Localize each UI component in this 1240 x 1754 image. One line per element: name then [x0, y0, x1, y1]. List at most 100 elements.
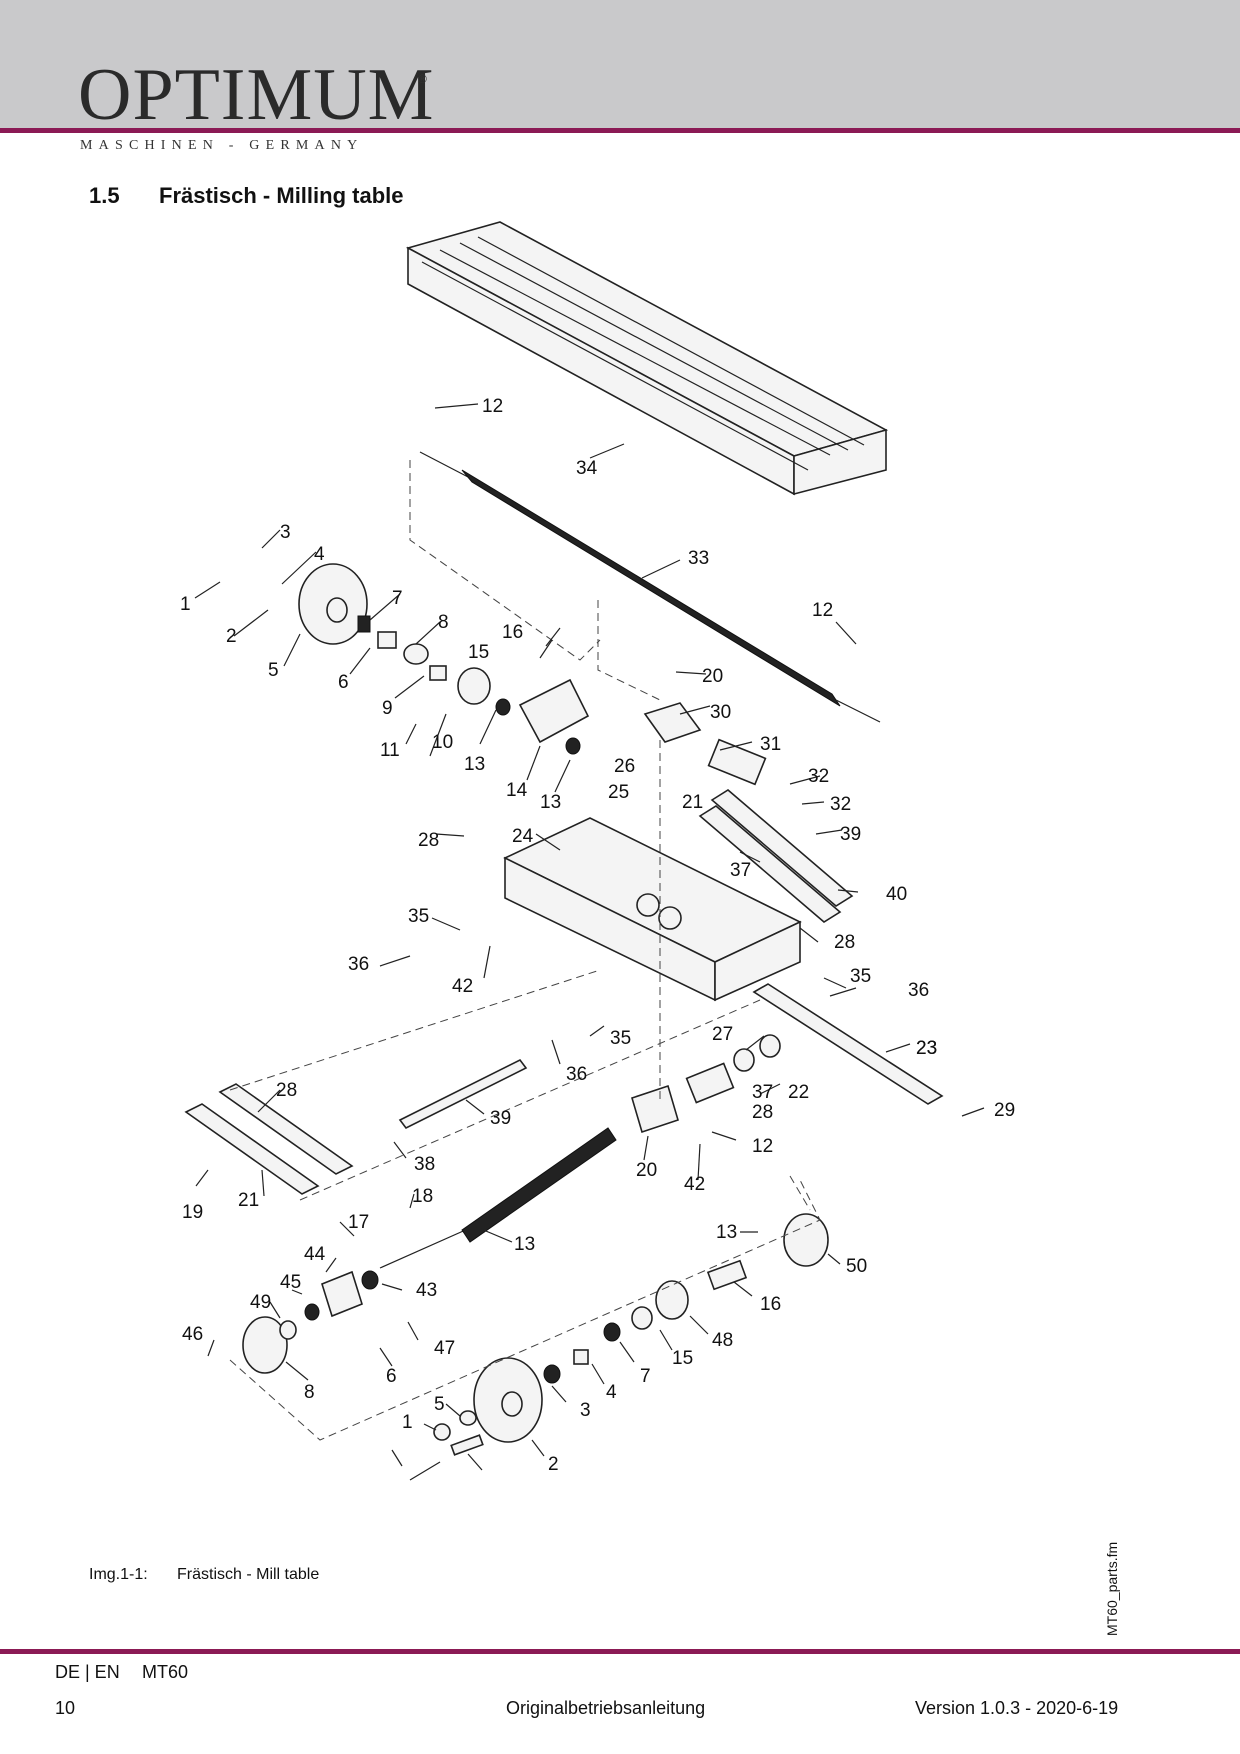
- callout-label: 36: [348, 954, 369, 975]
- registered-mark: ®: [418, 72, 427, 86]
- callout-label: 24: [512, 826, 534, 847]
- callout-label: 30: [710, 702, 731, 723]
- callout-label: 20: [702, 666, 723, 687]
- callout-label: 1: [402, 1412, 413, 1433]
- callout-label: 22: [788, 1082, 809, 1103]
- callout-label: 14: [506, 780, 528, 801]
- callout-label: 17: [348, 1212, 369, 1233]
- callout-label: 21: [238, 1190, 259, 1211]
- callout-label: 5: [268, 660, 279, 681]
- lead-screw-lower: [379, 1127, 617, 1269]
- milling-table-part: [405, 221, 889, 496]
- callout-label: 39: [840, 824, 861, 845]
- callout-label: 35: [610, 1028, 631, 1049]
- callout-label: 34: [576, 458, 598, 479]
- callout-label: 47: [434, 1338, 455, 1359]
- callout-label: 28: [752, 1102, 773, 1123]
- small-parts-lower: [242, 1213, 829, 1481]
- callout-label: 2: [548, 1454, 559, 1475]
- source-file-note: MT60_parts.fm: [1104, 1541, 1120, 1636]
- callout-label: 5: [434, 1394, 445, 1415]
- callout-label: 20: [636, 1160, 657, 1181]
- callout-label: 12: [812, 600, 833, 621]
- callout-label: 42: [452, 976, 473, 997]
- exploded-parts-diagram: 12 34 33 3 4 1 2 5 7 8 6 16 15 9 10 11 1…: [180, 221, 1015, 1481]
- callout-label: 40: [886, 884, 907, 905]
- callout-label: 32: [808, 766, 829, 787]
- callout-label: 28: [276, 1080, 297, 1101]
- section-number: 1.5: [89, 183, 120, 208]
- callout-label: 50: [846, 1256, 867, 1277]
- callout-label: 36: [566, 1064, 587, 1085]
- callout-label: 29: [994, 1100, 1015, 1121]
- callout-label: 10: [432, 732, 453, 753]
- callout-label: 1: [180, 594, 191, 615]
- callout-label: 49: [250, 1292, 271, 1313]
- left-strips: [184, 1058, 528, 1195]
- callout-label: 37: [730, 860, 751, 881]
- handwheel-upper: [298, 563, 368, 645]
- footer-language: DE | EN: [55, 1662, 120, 1682]
- callout-label: 7: [640, 1366, 651, 1387]
- callout-label: 16: [760, 1294, 781, 1315]
- saddle-part: [503, 817, 802, 1002]
- callout-label: 13: [540, 792, 561, 813]
- callout-label: 28: [834, 932, 855, 953]
- callout-label: 19: [182, 1202, 203, 1223]
- section-title-text: Frästisch - Milling table: [159, 183, 404, 208]
- brand-tagline: MASCHINEN - GERMANY: [80, 138, 364, 153]
- callout-label: 23: [916, 1038, 937, 1059]
- callout-label: 32: [830, 794, 851, 815]
- nut-housing-lower: [631, 1034, 781, 1134]
- figure-caption: Img.1-1: Frästisch - Mill table: [89, 1566, 319, 1584]
- callout-label: 12: [752, 1136, 773, 1157]
- callout-label: 18: [412, 1186, 433, 1207]
- lead-screw-upper: [419, 451, 881, 723]
- callout-label: 37: [752, 1082, 773, 1103]
- callout-label: 3: [580, 1400, 591, 1421]
- callout-label: 33: [688, 548, 709, 569]
- header-band: [0, 0, 1240, 128]
- callout-label: 26: [614, 756, 635, 777]
- callout-label: 13: [716, 1222, 737, 1243]
- callout-label: 12: [482, 396, 503, 417]
- callout-label: 4: [314, 544, 325, 565]
- callout-label: 36: [908, 980, 929, 1001]
- callout-label: 25: [608, 782, 629, 803]
- brand-logo: OPTIMUM: [78, 54, 435, 136]
- footer-model: MT60: [142, 1662, 189, 1682]
- callout-label: 42: [684, 1174, 705, 1195]
- footer-rule: [0, 1649, 1240, 1654]
- footer-document-type: Originalbetriebsanleitung: [506, 1698, 706, 1718]
- callout-label: 6: [386, 1366, 397, 1387]
- callout-label: 8: [438, 612, 449, 633]
- caption-text: Frästisch - Mill table: [177, 1566, 320, 1583]
- callout-label: 48: [712, 1330, 733, 1351]
- callout-label: 46: [182, 1324, 203, 1345]
- callout-label: 31: [760, 734, 781, 755]
- callout-label: 13: [514, 1234, 535, 1255]
- callout-label: 15: [672, 1348, 693, 1369]
- callout-label: 9: [382, 698, 393, 719]
- callout-label: 8: [304, 1382, 315, 1403]
- callout-label: 27: [712, 1024, 733, 1045]
- small-parts-upper: [357, 615, 590, 755]
- callout-label: 15: [468, 642, 489, 663]
- callout-label: 4: [606, 1382, 617, 1403]
- callout-label: 35: [408, 906, 429, 927]
- footer-version: Version 1.0.3 - 2020-6-19: [915, 1698, 1119, 1718]
- caption-label: Img.1-1:: [89, 1566, 148, 1583]
- callout-label: 35: [850, 966, 871, 987]
- leader-lines: [194, 403, 985, 1471]
- header-rule: [0, 128, 1240, 133]
- callout-label: 11: [380, 740, 400, 761]
- callout-label: 38: [414, 1154, 435, 1175]
- callout-label: 23: [916, 1038, 937, 1059]
- callout-label: 2: [226, 626, 237, 647]
- callout-label: 3: [280, 522, 291, 543]
- section-heading: 1.5 Frästisch - Milling table: [89, 183, 403, 209]
- rail-27: [752, 983, 944, 1105]
- callout-label: 13: [464, 754, 485, 775]
- callout-label: 7: [392, 588, 403, 609]
- callout-label: 6: [338, 672, 349, 693]
